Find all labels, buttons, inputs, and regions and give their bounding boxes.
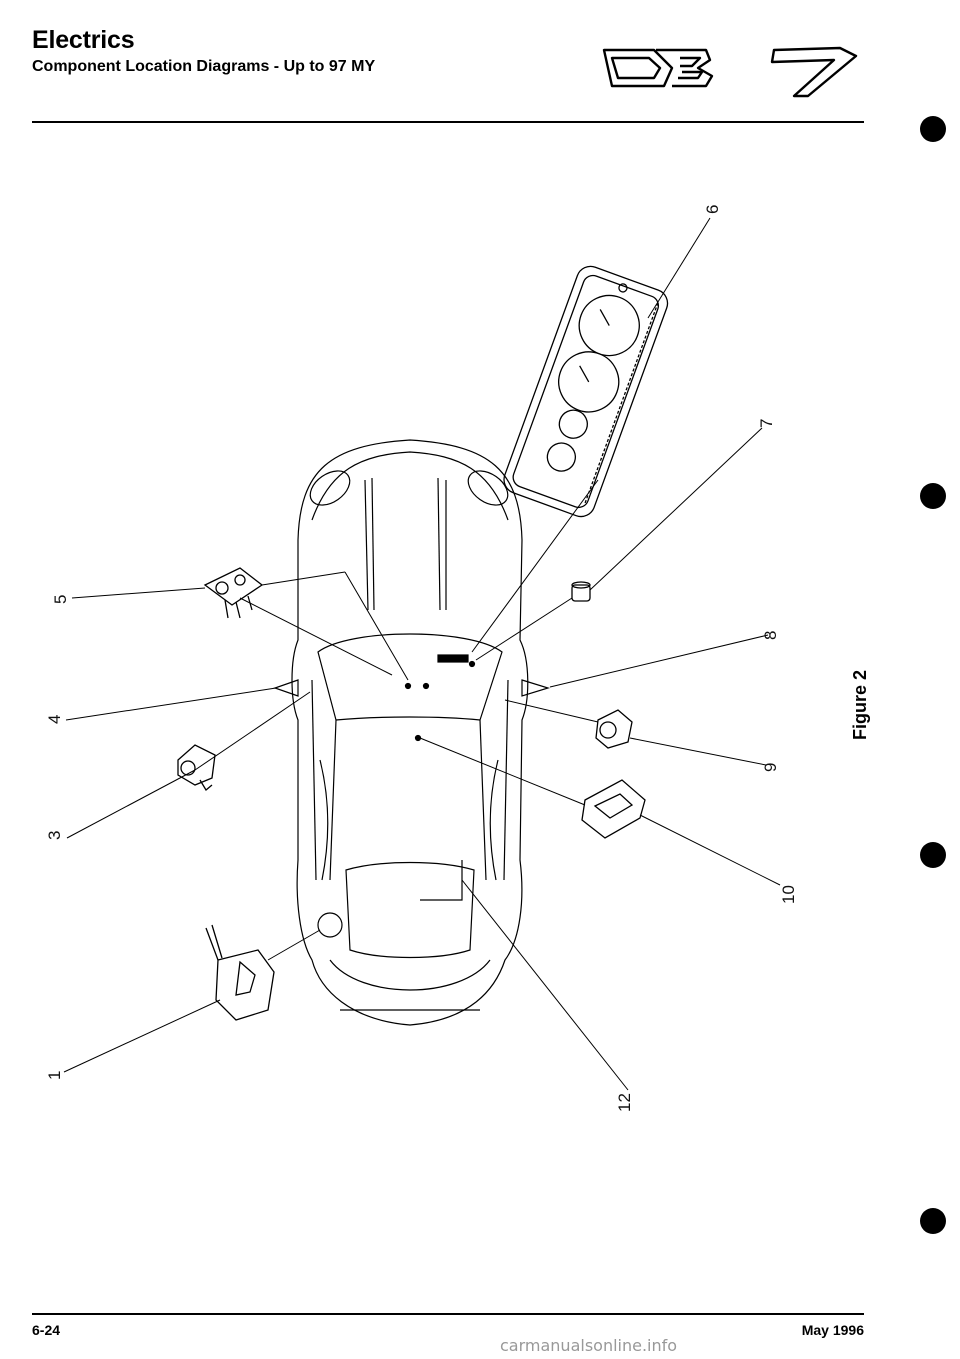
section-title: Electrics — [32, 26, 135, 54]
instrument-cluster — [503, 265, 669, 518]
component-3 — [177, 744, 216, 791]
punch-hole — [920, 483, 946, 509]
db7-logo — [602, 46, 858, 98]
callout-12: 12 — [615, 1093, 634, 1112]
rear-window — [345, 861, 475, 959]
punch-hole — [920, 1208, 946, 1234]
callout-10: 10 — [779, 885, 798, 904]
punch-hole — [920, 116, 946, 142]
leader-lines — [63, 217, 781, 1091]
windscreen — [317, 633, 503, 721]
callout-9: 9 — [761, 763, 780, 772]
callout-8: 8 — [761, 631, 780, 640]
header-rule — [32, 121, 864, 123]
punch-hole — [920, 842, 946, 868]
component-10 — [581, 779, 646, 839]
callout-5: 5 — [51, 595, 70, 604]
component-7 — [571, 581, 591, 602]
car-body-outline — [291, 439, 529, 1026]
component-switch-5 — [203, 567, 264, 619]
footer-rule — [32, 1313, 864, 1315]
callout-7: 7 — [757, 419, 776, 428]
component-1 — [205, 924, 275, 1021]
component-9 — [595, 709, 633, 749]
callout-3: 3 — [45, 831, 64, 840]
publication-date: May 1996 — [801, 1322, 864, 1338]
callout-1: 1 — [45, 1071, 64, 1080]
watermark: carmanualsonline.info — [500, 1336, 678, 1355]
section-subtitle: Component Location Diagrams - Up to 97 M… — [32, 58, 376, 75]
callout-4: 4 — [45, 715, 64, 724]
page-number: 6-24 — [32, 1322, 61, 1338]
callout-6: 6 — [703, 205, 722, 214]
